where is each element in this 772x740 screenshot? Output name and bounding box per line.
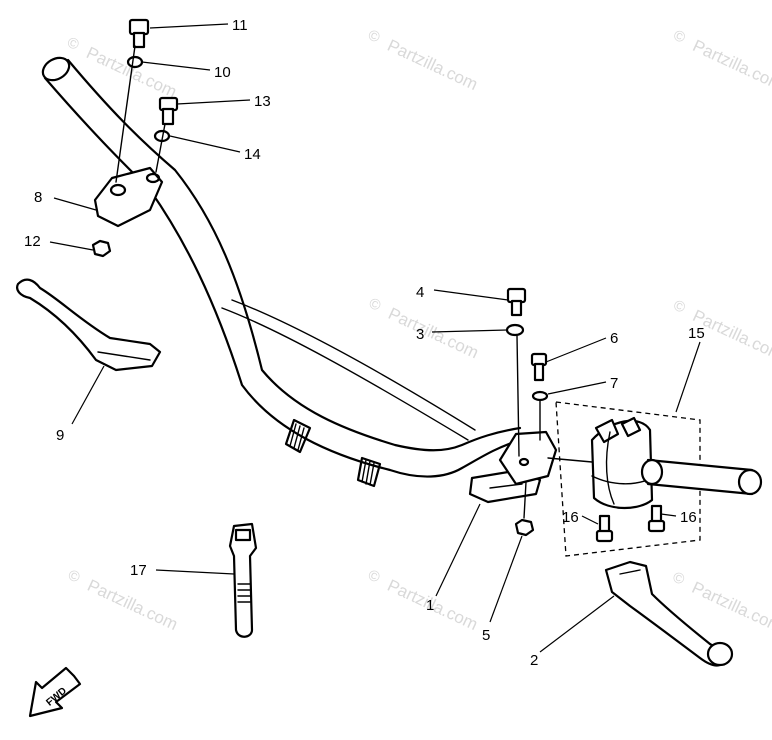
svg-text:©: © <box>670 569 687 589</box>
watermark-text: Partzilla.com <box>689 578 772 636</box>
svg-text:©: © <box>671 27 688 47</box>
svg-text:©: © <box>65 566 82 586</box>
callout-13: 13 <box>254 93 271 110</box>
callout-3: 3 <box>416 326 424 343</box>
washer-3 <box>505 323 525 337</box>
callout-labels: 11 10 13 14 8 12 9 4 3 6 7 15 16 16 1 5 … <box>24 17 705 669</box>
watermark-text: Partzilla.com <box>385 304 481 362</box>
throttle-grip <box>640 458 763 496</box>
callout-8: 8 <box>34 189 42 206</box>
assembly-15-outline <box>555 401 701 557</box>
callout-5: 5 <box>482 627 490 644</box>
callout-9: 9 <box>56 427 64 444</box>
knurled-band <box>284 418 312 454</box>
callout-12: 12 <box>24 233 41 250</box>
screw-16 <box>595 514 614 543</box>
svg-text:©: © <box>64 34 81 54</box>
screw-16 <box>647 504 666 533</box>
callout-10: 10 <box>214 64 231 81</box>
handlebar <box>41 56 522 488</box>
svg-text:©: © <box>366 295 383 315</box>
callout-2: 2 <box>530 652 538 669</box>
nut-5 <box>514 518 535 537</box>
washer-7 <box>531 390 549 402</box>
arrow-left-down-icon <box>28 666 82 718</box>
callout-11: 11 <box>232 17 248 34</box>
nut-12 <box>91 239 112 258</box>
leader-lines <box>49 23 701 653</box>
throttle-housing <box>590 416 654 509</box>
watermark-text: Partzilla.com <box>690 36 772 94</box>
callout-16-right: 16 <box>680 509 697 526</box>
handlebar-holder-lower <box>468 430 558 504</box>
knurled-band <box>356 456 382 488</box>
wire-band-17 <box>228 522 258 638</box>
bolt-11 <box>128 18 150 49</box>
svg-text:©: © <box>365 566 382 586</box>
right-lever <box>604 560 734 667</box>
bolt-13 <box>158 96 179 126</box>
svg-text:©: © <box>671 297 688 317</box>
callout-17: 17 <box>130 562 147 579</box>
left-lever <box>16 278 162 372</box>
callout-7: 7 <box>610 375 618 392</box>
callout-1: 1 <box>426 597 434 614</box>
bolt-4 <box>506 287 527 317</box>
callout-16-left: 16 <box>562 509 579 526</box>
fwd-direction-badge: FWD <box>28 666 82 718</box>
handlebar-holder-upper <box>93 166 164 228</box>
bolt-6 <box>530 352 548 382</box>
callout-15: 15 <box>688 325 705 342</box>
callout-4: 4 <box>416 284 424 301</box>
svg-text:©: © <box>365 26 382 46</box>
watermark-text: Partzilla.com <box>384 36 480 94</box>
callout-6: 6 <box>610 330 618 347</box>
callout-14: 14 <box>244 146 261 163</box>
washer-10 <box>126 55 144 69</box>
watermark-text: Partzilla.com <box>84 576 180 634</box>
